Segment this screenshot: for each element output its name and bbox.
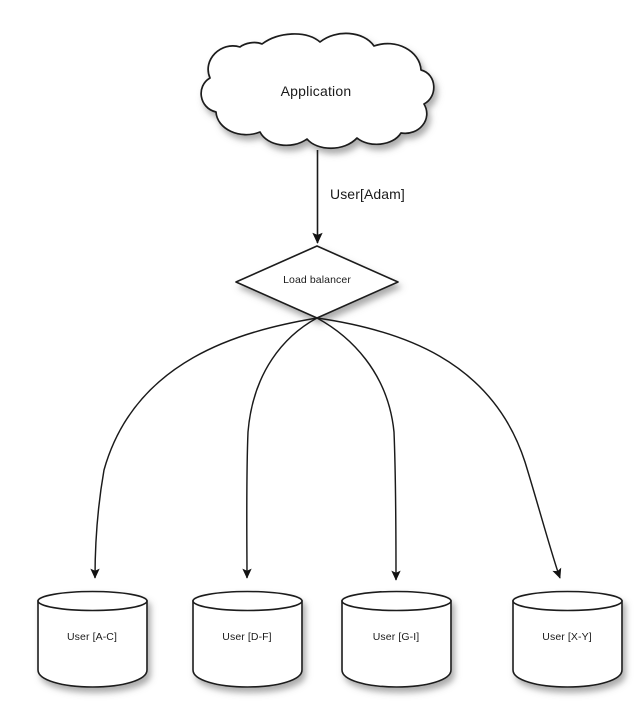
edge-load-balancer-to-db-3 (316, 317, 562, 579)
edge-load-balancer-to-db-2 (316, 317, 401, 581)
application-cloud-shape[interactable] (200, 32, 435, 150)
database-cylinder-3[interactable] (512, 590, 623, 688)
edge-load-balancer-to-db-1 (242, 317, 318, 579)
load-balancer-shape[interactable] (235, 245, 399, 319)
database-cylinder-0[interactable] (37, 590, 148, 688)
database-cylinder-1[interactable] (192, 590, 303, 688)
edge-load-balancer-to-db-0 (90, 317, 318, 579)
database-cylinder-2[interactable] (341, 590, 452, 688)
